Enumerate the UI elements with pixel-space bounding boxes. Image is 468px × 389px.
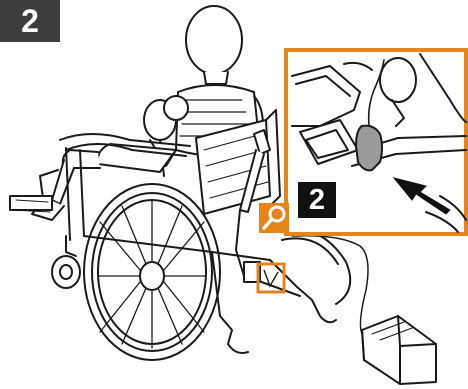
far-wheel	[276, 229, 350, 304]
inset-step-number-badge: 2	[298, 182, 336, 218]
connector-plug	[356, 126, 382, 171]
power-cable	[292, 236, 368, 336]
step-number-badge: 2	[0, 0, 60, 42]
front-caster	[52, 236, 80, 288]
charger-box	[362, 316, 436, 384]
rear-wheel	[84, 184, 220, 360]
magnifying-glass-icon	[259, 203, 289, 233]
